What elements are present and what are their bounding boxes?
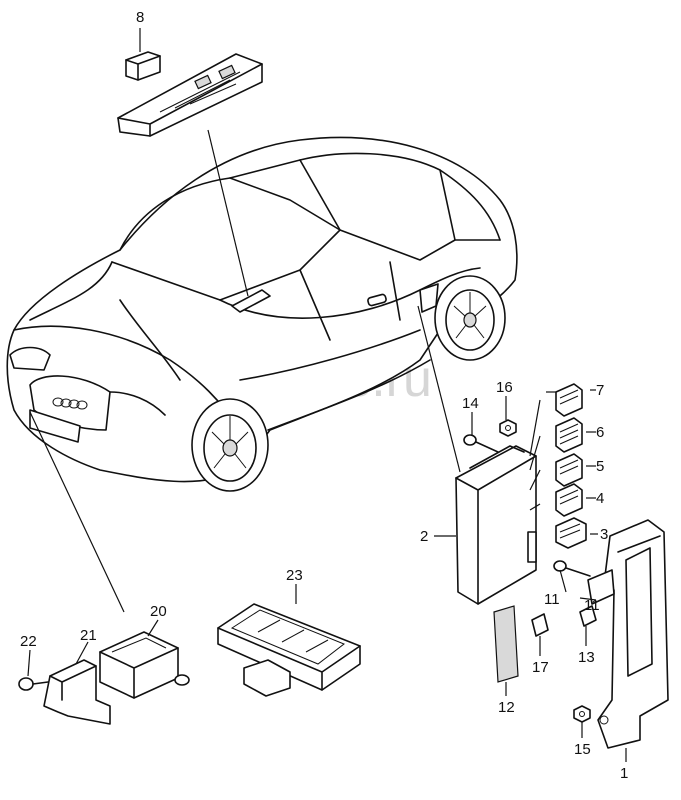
callout-12: 12 [498,699,515,716]
callout-1: 1 [620,765,628,782]
callout-4: 4 [596,490,604,507]
part-17-clip [531,613,549,637]
connector-7 [555,383,583,417]
callout-20: 20 [150,603,167,620]
leader-lines [27,28,627,762]
part-11-bolt [553,560,591,577]
callout-11-b: 11 [584,597,600,614]
callout-5: 5 [596,458,604,475]
part-15-nut [573,705,591,723]
car-illustration [6,136,518,492]
callout-22: 22 [20,633,37,650]
callout-8: 8 [136,9,144,26]
part-23-switch-module [217,603,361,697]
callout-15: 15 [574,741,591,758]
part-12-pad [493,605,519,683]
connector-3 [555,517,587,549]
callout-23: 23 [286,567,303,584]
callout-labels: 8 7 6 5 4 3 2 14 16 11 11 12 17 13 15 1 … [20,9,628,782]
part-14-screw [463,434,499,453]
part-2-control-unit [455,445,537,605]
part-20-sensor [99,631,190,699]
part-16-nut [499,419,517,437]
callout-21: 21 [80,627,97,644]
part-8-window-switch [117,51,263,137]
connector-6 [555,417,583,453]
connector-4 [555,483,583,517]
callout-14: 14 [462,395,479,412]
callout-6: 6 [596,424,604,441]
callout-17: 17 [532,659,549,676]
part-1-bracket [587,519,669,749]
callout-2: 2 [420,528,428,545]
connector-5 [555,453,583,487]
callout-16: 16 [496,379,513,396]
callout-11-a: 11 [544,591,560,608]
part-13-clip [579,605,597,627]
part-22-screw [18,677,49,691]
part-21-holder [43,659,111,725]
callout-3: 3 [600,526,608,543]
callout-7: 7 [596,382,604,399]
callout-13: 13 [578,649,595,666]
